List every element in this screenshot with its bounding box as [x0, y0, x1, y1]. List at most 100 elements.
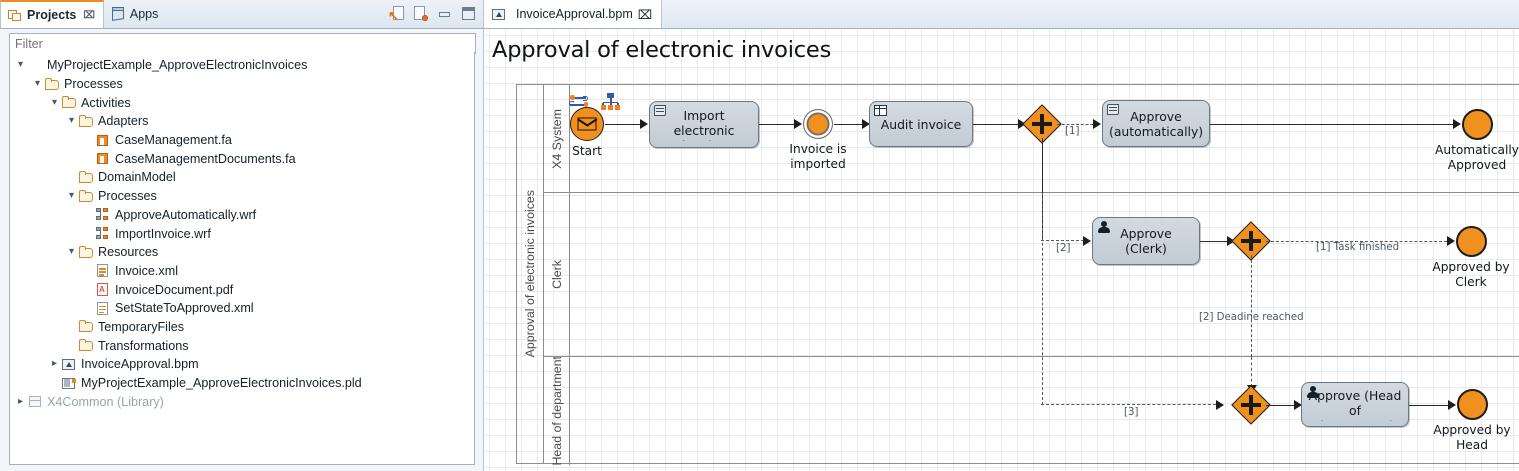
tree-item-label: InvoiceDocument.pdf — [115, 283, 233, 297]
tree-item[interactable]: SetStateToApproved.xml — [10, 299, 474, 318]
flow-label-task-finished: [1] Task finished — [1316, 242, 1399, 253]
flow-approveauto-to-end — [1210, 124, 1459, 125]
chevron-down-icon[interactable] — [14, 60, 27, 70]
editor-tabbar: InvoiceApproval.bpm ⌧ — [484, 0, 1519, 29]
tree-item-label: Invoice.xml — [115, 264, 178, 278]
tree-item[interactable]: ApproveAutomatically.wrf — [10, 206, 474, 225]
node-start-event[interactable] — [570, 107, 604, 141]
projects-view: Projects ⌧ Apps ↖ MyProjectExample_Appro… — [0, 0, 484, 471]
node-invoice-imported-event[interactable] — [803, 109, 833, 139]
tree-item[interactable]: Transformations — [10, 336, 474, 355]
project-tree[interactable]: MyProjectExample_ApproveElectronicInvoic… — [9, 52, 475, 465]
message-envelope-icon — [578, 118, 597, 131]
script-task-icon — [1107, 104, 1120, 116]
bpmn-editor: InvoiceApproval.bpm ⌧ Approval of electr… — [484, 0, 1519, 471]
node-gateway-2[interactable] — [1237, 227, 1265, 255]
pool-approval: Approval of electronic invoices X4 Syste… — [516, 84, 1519, 464]
tab-projects-label: Projects — [27, 8, 76, 22]
tree-item-label: InvoiceApproval.bpm — [81, 357, 199, 371]
xml-icon — [95, 263, 112, 278]
chevron-down-icon[interactable] — [48, 98, 61, 108]
tab-invoiceapproval-bpm[interactable]: InvoiceApproval.bpm ⌧ — [484, 0, 662, 28]
tab-projects[interactable]: Projects ⌧ — [0, 0, 104, 28]
link-with-editor-icon[interactable] — [412, 5, 429, 22]
flow-gateway1-long-down — [1042, 193, 1043, 405]
flow-label-1: [1] — [1065, 126, 1079, 137]
node-gateway-1[interactable] — [1028, 110, 1056, 138]
tree-item[interactable]: MyProjectExample_ApproveElectronicInvoic… — [10, 56, 474, 75]
node-approve-automatically[interactable]: Approve (automatically) — [1102, 100, 1210, 147]
tree-item[interactable]: ImportInvoice.wrf — [10, 224, 474, 243]
tree-item[interactable]: MyProjectExample_ApproveElectronicInvoic… — [10, 374, 474, 393]
flow-arrow — [1093, 119, 1101, 129]
projects-icon — [8, 8, 23, 22]
tree-item[interactable]: TemporaryFiles — [10, 318, 474, 337]
editor-tab-close-icon[interactable]: ⌧ — [638, 7, 652, 22]
label-approved-by-head: Approved by Head — [1412, 423, 1519, 452]
node-approve-auto-label: Approve (automatically) — [1109, 109, 1203, 139]
tab-projects-close-icon[interactable]: ⌧ — [83, 10, 95, 21]
chevron-right-icon[interactable] — [48, 359, 61, 369]
tree-item[interactable]: CaseManagement.fa — [10, 131, 474, 150]
pdf-icon: A — [95, 282, 112, 297]
node-approve-clerk[interactable]: Approve (Clerk) — [1092, 217, 1200, 265]
lane-x4-system: X4 System Start — [544, 85, 1519, 193]
flow-approvehead-to-end — [1409, 405, 1453, 406]
tree-item[interactable]: InvoiceApproval.bpm — [10, 355, 474, 374]
filter-input[interactable] — [9, 33, 476, 54]
node-end-approved-by-clerk[interactable] — [1456, 226, 1487, 257]
folder-icon — [61, 95, 78, 110]
tree-item[interactable]: CaseManagementDocuments.fa — [10, 149, 474, 168]
project-icon — [27, 58, 44, 73]
tree-item[interactable]: X4Common (Library) — [10, 392, 474, 411]
minimize-icon[interactable] — [436, 5, 453, 22]
tree-item-label: MyProjectExample_ApproveElectronicInvoic… — [47, 58, 307, 72]
node-gateway-3[interactable] — [1237, 391, 1265, 419]
pld-icon — [61, 376, 78, 391]
tree-item-label: Transformations — [98, 339, 189, 353]
lane-head-of-department: Head of department [3] — [544, 357, 1519, 465]
chevron-right-icon[interactable] — [14, 397, 27, 407]
node-audit-invoice[interactable]: Audit invoice — [869, 101, 973, 147]
node-import-electronic-invoice[interactable]: Import electronic invoice — [649, 101, 759, 148]
chevron-down-icon[interactable] — [65, 247, 78, 257]
view-toolbar: ↖ — [388, 5, 477, 22]
flow-arrow — [1216, 400, 1224, 410]
node-end-approved-by-head[interactable] — [1457, 389, 1488, 420]
tree-item-label: X4Common (Library) — [47, 395, 164, 409]
chevron-down-icon[interactable] — [65, 116, 78, 126]
label-automatically-approved: Automatically Approved — [1417, 143, 1519, 172]
tree-item[interactable]: AInvoiceDocument.pdf — [10, 280, 474, 299]
script-task-icon — [654, 105, 667, 117]
tree-item[interactable]: DomainModel — [10, 168, 474, 187]
node-end-automatically-approved[interactable] — [1462, 109, 1493, 140]
lane-clerk-label: Clerk — [550, 260, 564, 289]
tree-item[interactable]: Adapters — [10, 112, 474, 131]
flow-gateway1-to-approveauto — [1057, 124, 1098, 125]
tree-item[interactable]: Processes — [10, 75, 474, 94]
node-approve-head-of-department[interactable]: Approve (Head of department) — [1301, 382, 1409, 427]
diagram-title: Approval of electronic invoices — [492, 37, 831, 63]
tree-item[interactable]: Processes — [10, 187, 474, 206]
bpm-file-icon — [491, 7, 508, 22]
label-start: Start — [527, 144, 647, 159]
chevron-down-icon[interactable] — [65, 191, 78, 201]
lane-x4-system-label: X4 System — [550, 109, 564, 169]
tree-item-label: DomainModel — [98, 170, 176, 184]
maximize-icon[interactable] — [460, 5, 477, 22]
collapse-all-icon[interactable]: ↖ — [388, 5, 405, 22]
folder-icon — [78, 189, 95, 204]
org-decorator-icon — [602, 93, 620, 110]
tree-item-label: Resources — [98, 245, 158, 259]
diagram-canvas[interactable]: Approval of electronic invoices Approval… — [484, 29, 1519, 471]
flow-gateway2-deadline-down — [1251, 255, 1252, 357]
tree-item[interactable]: Resources — [10, 243, 474, 262]
flow-label-3: [3] — [1124, 407, 1138, 418]
chevron-down-icon[interactable] — [31, 79, 44, 89]
tree-item[interactable]: Activities — [10, 93, 474, 112]
tree-item[interactable]: Invoice.xml — [10, 262, 474, 281]
tab-apps[interactable]: Apps — [104, 0, 167, 28]
flow-arrow — [1447, 236, 1455, 246]
folder-icon — [78, 319, 95, 334]
